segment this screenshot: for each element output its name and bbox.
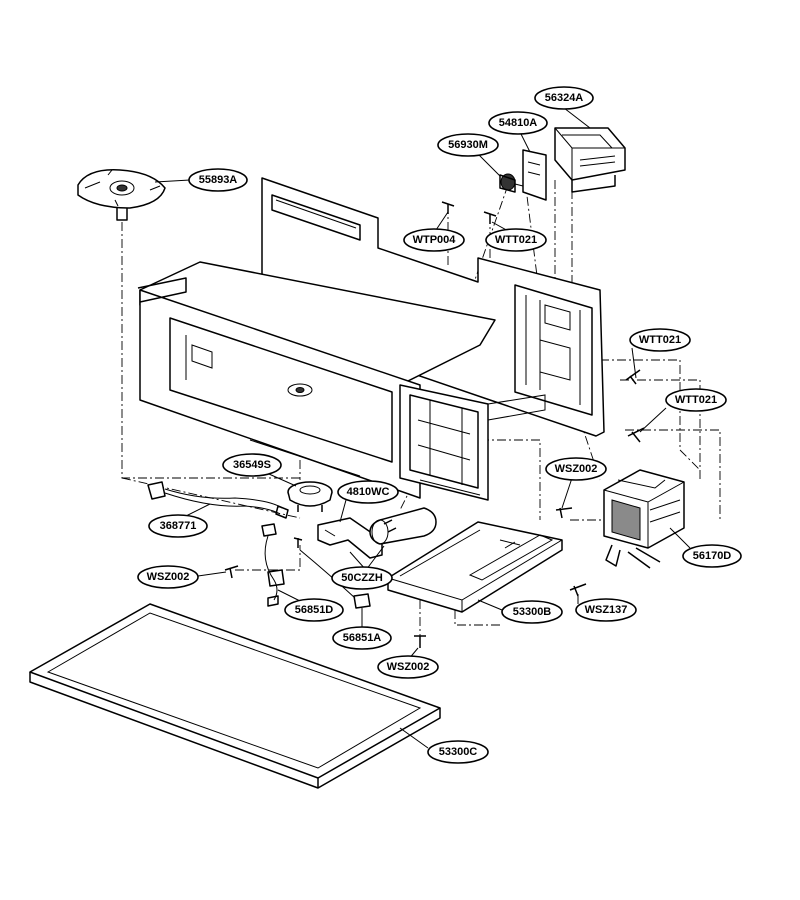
capacitor-part [369,507,437,545]
label-WTT021-right-1: WTT021 [629,328,691,352]
capacitor-bracket-part [317,517,383,559]
part-number-text: 56851A [343,632,382,644]
glass-tray-part [29,603,441,789]
screws-wsz002 [224,507,587,648]
label-54810A: 54810A [488,111,548,135]
base-plate-part [387,521,563,613]
magnetron-part [554,127,626,193]
part-number-text: WTT021 [639,334,681,346]
label-53300C: 53300C [427,740,489,764]
part-number-text: 56851D [295,604,334,616]
part-number-text: 55893A [199,174,238,186]
label-WTT021-top: WTT021 [485,228,547,252]
part-number-text: 50CZZH [341,572,383,584]
thermostat-part [499,149,547,201]
label-WTT021-right-2: WTT021 [665,388,727,412]
part-number-text: WSZ137 [585,604,628,616]
label-WSZ002-bottom: WSZ002 [377,655,439,679]
label-WTP004: WTP004 [403,228,465,252]
part-number-text: WTT021 [495,234,537,246]
part-number-text: 36549S [233,459,271,471]
part-number-text: 56930M [448,139,488,151]
part-number-text: 54810A [499,117,538,129]
label-56851D: 56851D [284,598,344,622]
part-number-text: 4810WC [347,486,390,498]
label-368771: 368771 [148,514,208,538]
label-53300B: 53300B [501,600,563,624]
label-56851A: 56851A [332,626,392,650]
label-55893A: 55893A [188,168,248,192]
label-50CZZH: 50CZZH [331,566,393,590]
label-4810WC: 4810WC [337,480,399,504]
screws-right [625,369,645,443]
part-number-text: WSZ002 [147,571,190,583]
label-WSZ002-right: WSZ002 [545,457,607,481]
part-number-text: WTT021 [675,394,717,406]
screws-top [441,201,497,224]
transformer-part [603,469,685,569]
wire-harness-part [147,481,289,519]
label-56170D: 56170D [682,544,742,568]
fuse-wire-part [261,523,371,609]
label-56324A: 56324A [534,86,594,110]
part-number-text: 56170D [693,550,732,562]
label-WSZ137: WSZ137 [575,598,637,622]
part-number-text: 368771 [160,520,197,532]
part-number-text: 53300C [439,746,478,758]
part-number-text: 56324A [545,92,584,104]
cabinet-body [137,261,546,501]
stirrer-fan-part [77,169,166,221]
part-number-text: WSZ002 [387,661,430,673]
part-number-text: WSZ002 [555,463,598,475]
part-number-text: 53300B [513,606,552,618]
label-56930M: 56930M [437,133,499,157]
turntable-motor-part [287,481,333,512]
label-WSZ002-left: WSZ002 [137,565,199,589]
label-36549S: 36549S [222,453,282,477]
part-number-text: WTP004 [413,234,457,246]
